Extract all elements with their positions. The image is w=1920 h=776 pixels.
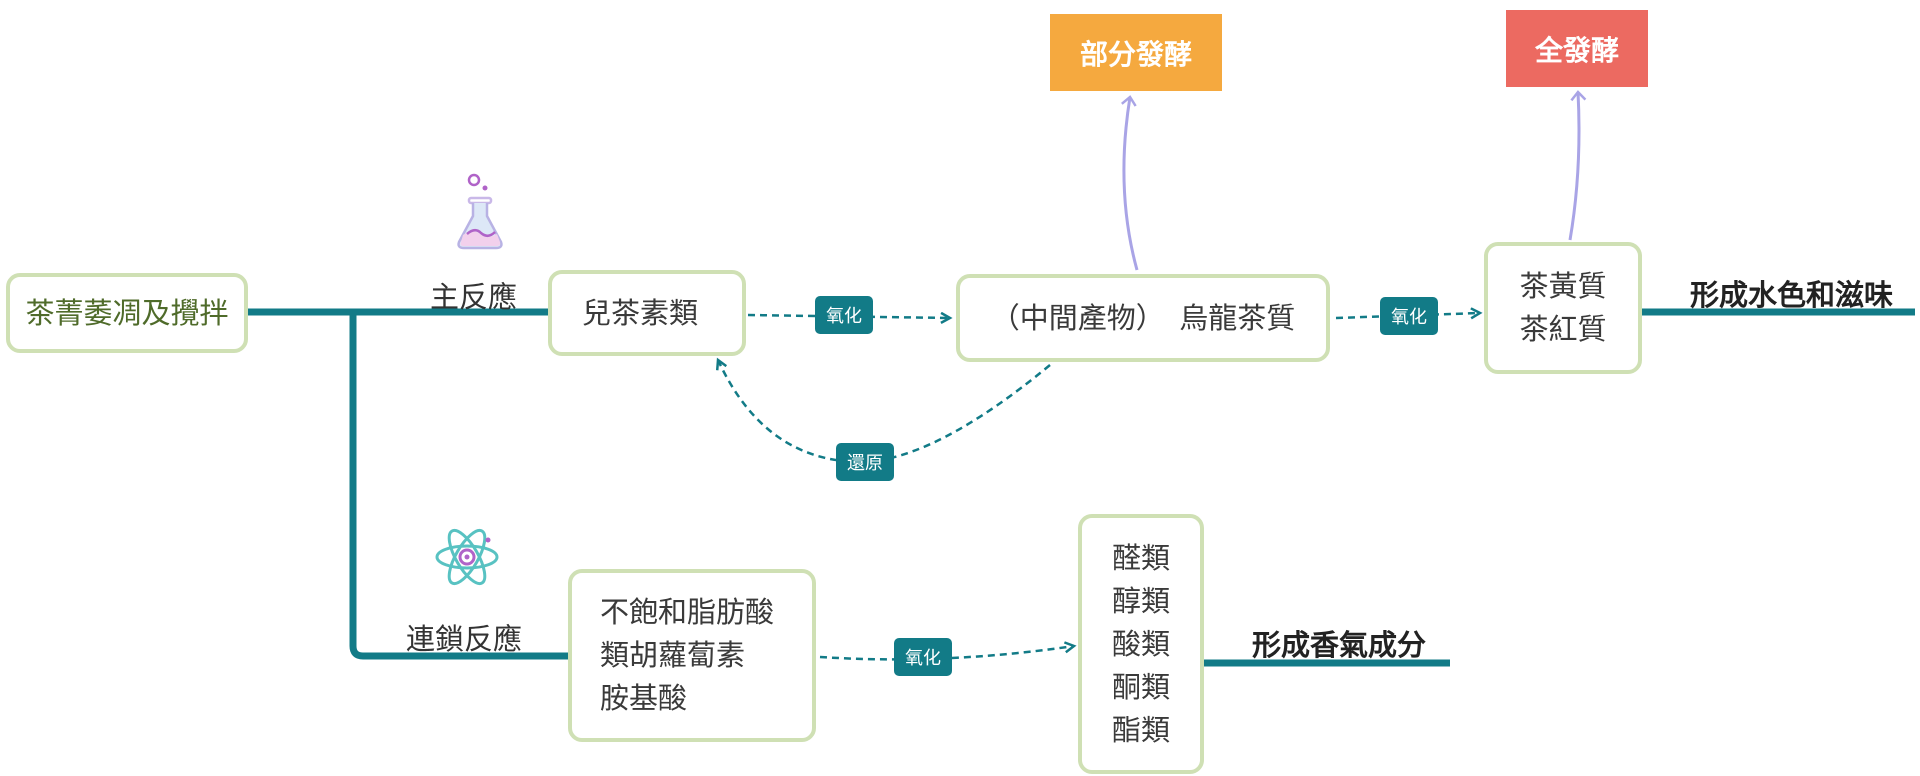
precursors-item-1: 不飽和脂肪酸	[600, 595, 775, 629]
start-node: 茶菁萎凋及攪拌	[6, 273, 248, 353]
tag-full-fermentation: 全發酵	[1506, 10, 1648, 87]
aroma-item-2: 醇類	[1111, 583, 1170, 618]
intermediate-node: （中間產物） 烏龍茶質	[956, 274, 1330, 362]
aroma-item-4: 酮類	[1111, 669, 1170, 704]
aroma-item-1: 醛類	[1111, 540, 1170, 575]
arrow-reduce	[718, 360, 1051, 464]
flask-icon	[457, 173, 503, 250]
aroma-compounds-node: 醛類 醇類 酸類 酮類 酯類	[1078, 514, 1204, 774]
outcome-color-taste: 形成水色和滋味	[1690, 278, 1894, 312]
edge-oxidize-2: 氧化	[1380, 297, 1438, 335]
trunk-chain	[349, 312, 568, 660]
precursors-node: 不飽和脂肪酸 類胡蘿蔔素 胺基酸	[568, 569, 816, 742]
catechins-label: 兒茶素類	[582, 295, 699, 330]
arrow-to-full	[1568, 90, 1587, 241]
edge-oxidize-3: 氧化	[894, 638, 952, 676]
outcome-aroma: 形成香氣成分	[1252, 628, 1427, 662]
aroma-item-5: 酯類	[1111, 712, 1170, 747]
branch-main-label: 主反應	[430, 280, 518, 314]
start-node-label: 茶菁萎凋及攪拌	[25, 295, 229, 330]
theaflavins-item-1: 茶黃質	[1519, 269, 1607, 303]
tag-partial-fermentation: 部分發酵	[1050, 14, 1222, 91]
precursors-item-3: 胺基酸	[600, 681, 688, 715]
atom-icon	[435, 528, 499, 586]
arrow-to-partial	[1121, 95, 1139, 271]
theaflavins-node: 茶黃質 茶紅質	[1484, 242, 1642, 374]
edge-reduce: 還原	[836, 443, 894, 481]
edge-oxidize-1: 氧化	[815, 296, 873, 334]
branch-chain-label: 連鎖反應	[406, 622, 523, 656]
catechins-node: 兒茶素類	[548, 270, 746, 356]
theaflavins-item-2: 茶紅質	[1519, 312, 1607, 346]
precursors-item-2: 類胡蘿蔔素	[600, 638, 746, 672]
aroma-item-3: 酸類	[1111, 626, 1170, 661]
intermediate-label: （中間產物） 烏龍茶質	[990, 300, 1296, 335]
